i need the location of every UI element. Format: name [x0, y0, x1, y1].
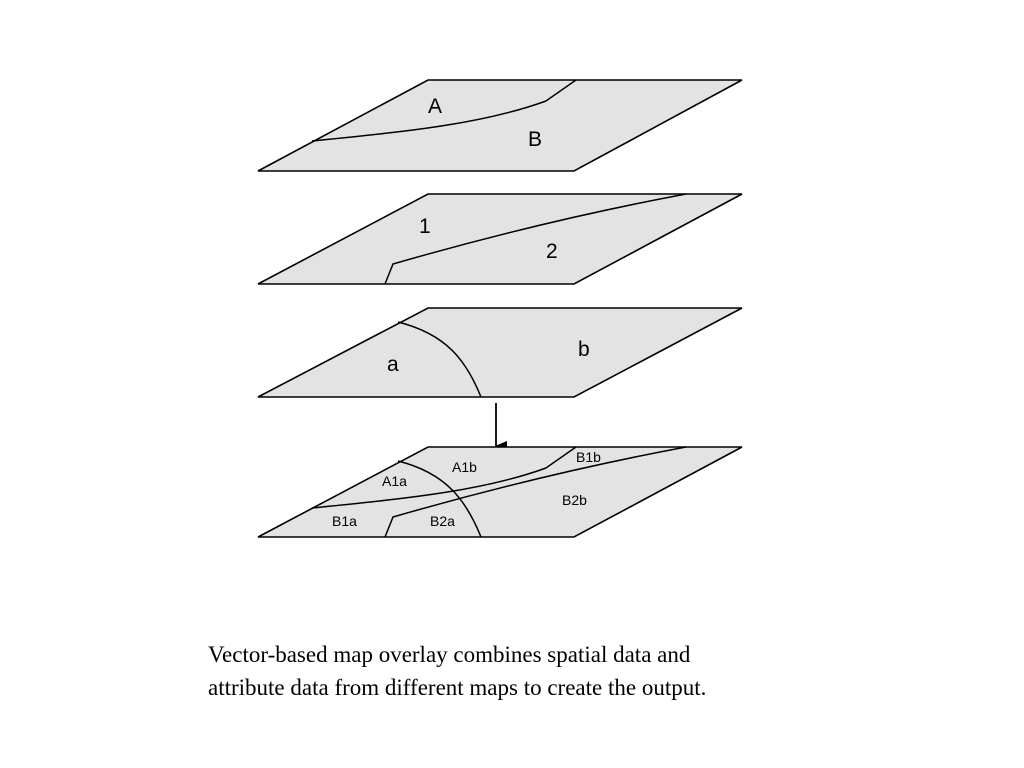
output-boundary-ab-lower — [397, 460, 482, 538]
output-region-a1a: A1a — [382, 473, 407, 489]
output-region-b1b: B1b — [576, 449, 601, 465]
layer-3: a b — [257, 307, 743, 398]
output-boundary-ab — [311, 446, 577, 509]
layer-3-sheet — [257, 307, 743, 398]
layer-2-boundary — [384, 193, 687, 285]
layer-2: 1 2 — [257, 193, 743, 285]
layer-1-sheet — [257, 79, 743, 172]
output-sheet — [257, 446, 743, 538]
layer-1-region-b: B — [528, 128, 542, 151]
output-region-b2b: B2b — [562, 492, 587, 508]
layer-1-region-a: A — [428, 95, 442, 118]
output-layer: A1b B1b A1a B2b B1a B2a — [257, 446, 743, 538]
layer-1-boundary — [311, 79, 577, 142]
output-boundary-12 — [384, 446, 687, 538]
layer-2-sheet — [257, 193, 743, 285]
map-overlay-diagram: A B 1 2 a b A1b B1b A1a B2b B1a B2a — [257, 79, 743, 538]
output-region-b2a: B2a — [430, 513, 455, 529]
layer-3-region-a: a — [387, 353, 399, 376]
layer-2-region-2: 2 — [546, 240, 558, 263]
caption-line-1: Vector-based map overlay combines spatia… — [208, 642, 691, 667]
output-region-a1b: A1b — [452, 459, 477, 475]
layer-3-region-b: b — [578, 338, 590, 361]
caption: Vector-based map overlay combines spatia… — [208, 638, 908, 704]
layer-2-region-1: 1 — [419, 215, 431, 238]
caption-line-2: attribute data from different maps to cr… — [208, 675, 707, 700]
layer-3-boundary — [397, 321, 482, 398]
layer-1: A B — [257, 79, 743, 172]
output-region-b1a: B1a — [332, 513, 357, 529]
